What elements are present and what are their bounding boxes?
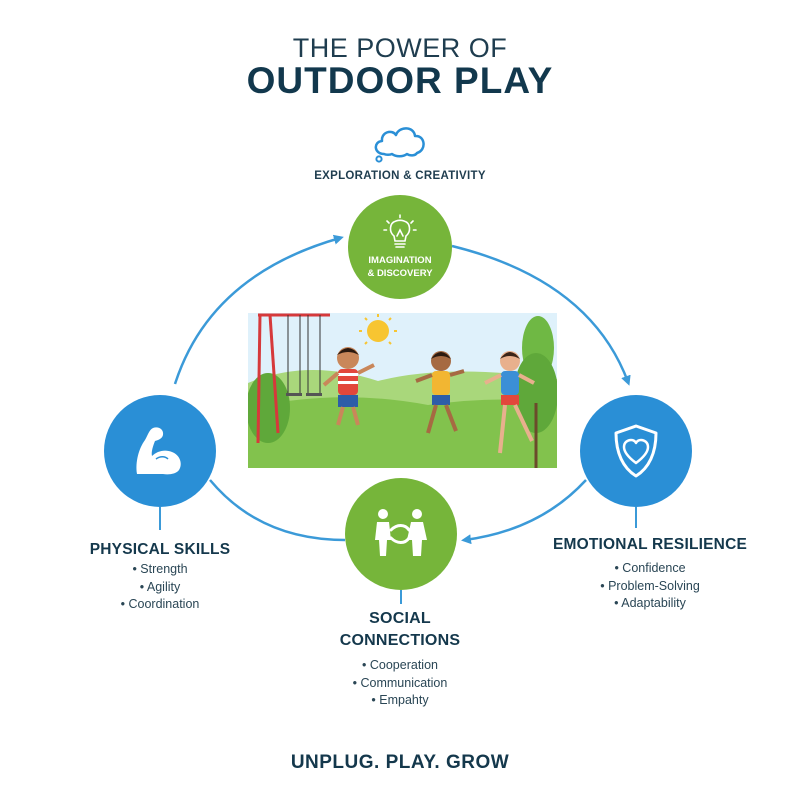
imagination-line2: & DISCOVERY bbox=[367, 268, 433, 279]
list-item: • Coordination bbox=[120, 597, 200, 611]
list-item: • Confidence bbox=[614, 561, 686, 575]
arrow-physical-to-imagination bbox=[173, 234, 344, 385]
physical-skills-list: • Strength • Agility • Coordination bbox=[40, 561, 280, 614]
child-one bbox=[322, 347, 375, 426]
list-item: • Strength bbox=[132, 562, 188, 576]
list-item: • Empahty bbox=[371, 693, 429, 707]
heart-shield-icon bbox=[614, 424, 658, 478]
footer-tagline: UNPLUG. PLAY. GROW bbox=[290, 752, 510, 773]
title-top: THE POWER OF bbox=[292, 33, 508, 63]
child-three bbox=[484, 351, 535, 454]
child-two bbox=[415, 351, 465, 434]
imagination-label: IMAGINATION & DISCOVERY bbox=[367, 254, 432, 280]
list-item: • Adaptability bbox=[614, 596, 686, 610]
physical-skills-node bbox=[104, 395, 216, 507]
list-item: • Problem-Solving bbox=[600, 578, 700, 593]
imagination-line1: IMAGINATION bbox=[368, 255, 432, 266]
imagination-node: IMAGINATION & DISCOVERY bbox=[348, 195, 452, 299]
arrow-imagination-to-emotional bbox=[451, 244, 631, 386]
list-item: • Communication bbox=[352, 675, 448, 690]
social-connections-title: SOCIAL CONNECTIONS bbox=[300, 608, 500, 652]
social-connections-list: • Cooperation • Communication • Empahty bbox=[300, 657, 500, 710]
thought-cloud-icon bbox=[374, 127, 425, 163]
physical-skills-title: PHYSICAL SKILLS bbox=[89, 541, 231, 558]
page-title: OUTDOOR PLAY bbox=[246, 60, 554, 101]
flexed-arm-icon bbox=[136, 427, 181, 475]
lightbulb-icon bbox=[383, 214, 417, 248]
emotional-resilience-title: EMOTIONAL RESILIENCE bbox=[552, 536, 748, 553]
emotional-resilience-list: • Confidence • Problem-Solving • Adaptab… bbox=[520, 560, 780, 613]
arrow-social-to-physical bbox=[209, 479, 346, 542]
children-playing-illustration bbox=[248, 313, 557, 468]
list-item: • Agility bbox=[139, 579, 181, 594]
exploration-label: EXPLORATION & CREATIVITY bbox=[314, 170, 486, 182]
social-title-line1: SOCIAL bbox=[369, 610, 431, 627]
social-connections-node bbox=[345, 478, 457, 590]
social-title-line2: CONNECTIONS bbox=[339, 632, 461, 649]
arrow-emotional-to-social bbox=[461, 479, 587, 545]
list-item: • Cooperation bbox=[362, 658, 438, 672]
people-connecting-icon bbox=[375, 509, 427, 556]
emotional-resilience-node bbox=[580, 395, 692, 507]
